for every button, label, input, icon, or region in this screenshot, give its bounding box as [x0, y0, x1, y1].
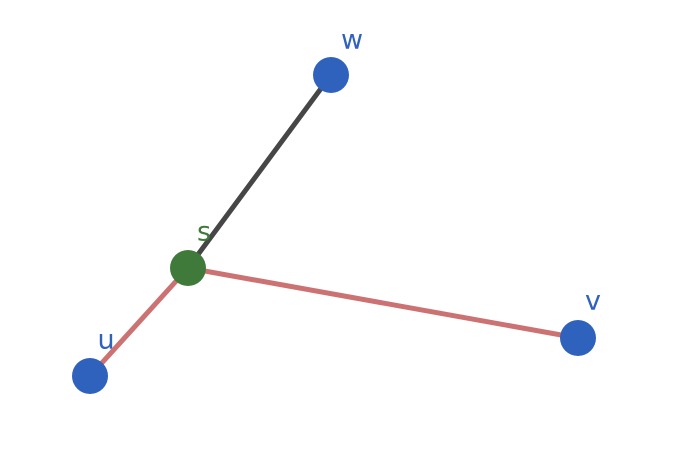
- node-label-s: s: [197, 217, 211, 248]
- edge-s-v: [185, 265, 581, 341]
- node-label-u: u: [97, 325, 114, 356]
- node-s: [170, 250, 206, 286]
- nodes-layer: [72, 57, 596, 394]
- labels-layer: w s v u: [97, 25, 601, 356]
- edges-layer: [87, 72, 581, 379]
- node-w: [313, 57, 349, 93]
- node-v: [560, 320, 596, 356]
- edge-s-w: [185, 72, 334, 271]
- edge-s-u: [87, 265, 191, 379]
- node-u: [72, 358, 108, 394]
- node-label-w: w: [341, 25, 363, 56]
- node-label-v: v: [585, 286, 601, 317]
